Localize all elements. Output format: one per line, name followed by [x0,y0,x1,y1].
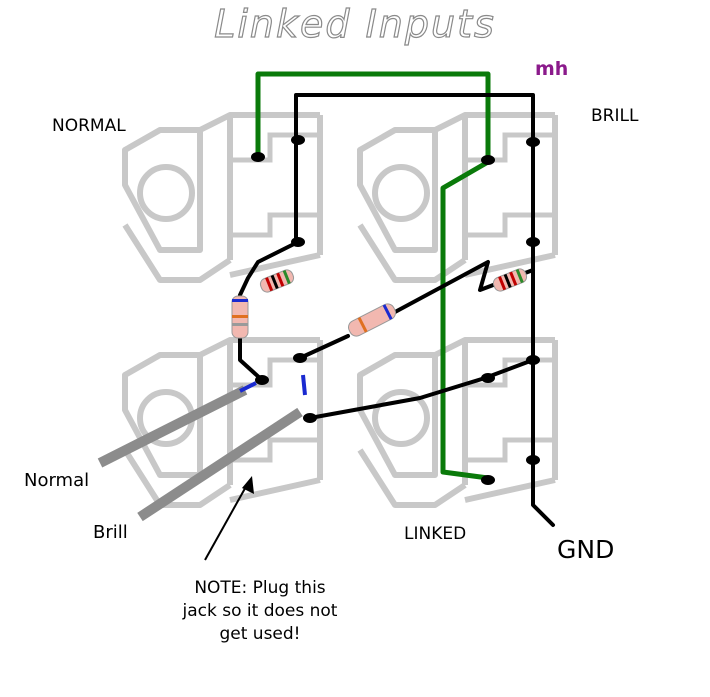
note-line: get used! [219,624,301,644]
resistor-brill [492,268,528,292]
label-linked-jack: LINKED [404,524,467,544]
resistor-vertical [231,295,249,339]
note-arrow [204,476,254,561]
label-brill-jack: BRILL [591,106,639,126]
jack-brill [360,115,555,280]
label-input-brill: Brill [93,522,128,543]
jack-normal [125,115,320,280]
label-input-normal: Normal [24,470,90,491]
input-cables [97,374,307,522]
label-normal-jack: NORMAL [52,116,126,136]
author-mark: mh [535,58,569,80]
label-ground: GND [557,535,615,564]
note-line: jack so it does not [182,601,338,621]
note-line: NOTE: Plug this [194,578,326,598]
resistor-linked [348,303,396,337]
diagram-title: Linked Inputs [214,1,496,46]
solder-joints [251,135,540,485]
wiring [238,93,555,527]
resistor-normal [259,269,295,293]
note-text: NOTE: Plug this jack so it does not get … [150,577,370,646]
